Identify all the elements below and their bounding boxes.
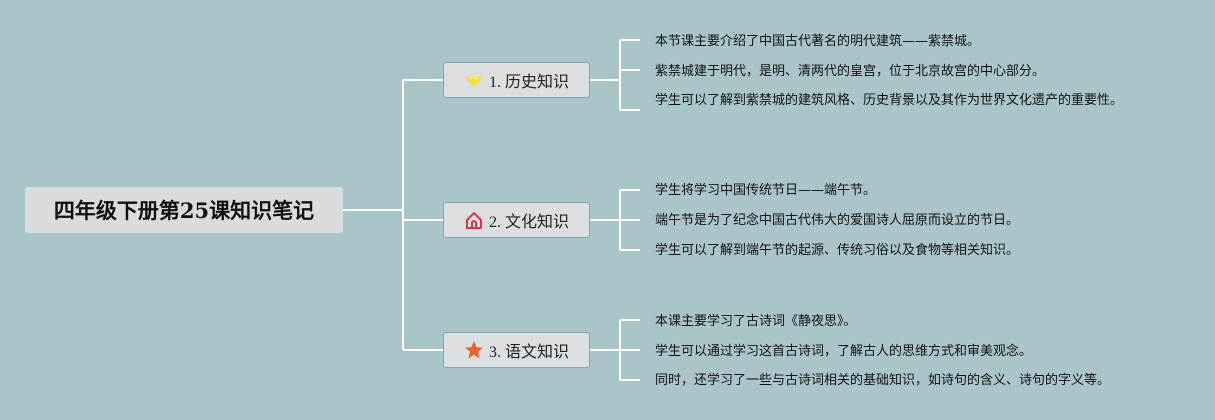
- leaf-item: 学生可以了解到端午节的起源、传统习俗以及食物等相关知识。: [655, 243, 1020, 258]
- star-icon: [464, 340, 484, 360]
- branch-label: 2. 文化知识: [488, 214, 569, 231]
- branch-culture[interactable]: 2. 文化知识: [443, 202, 590, 238]
- branch-label: 1. 历史知识: [488, 74, 569, 91]
- leaf-item: 本节课主要介绍了中国古代著名的明代建筑——紫禁城。: [655, 34, 981, 49]
- leaf-item: 端午节是为了纪念中国古代伟大的爱国诗人屈原而设立的节日。: [655, 213, 1020, 228]
- leaf-item: 紫禁城建于明代，是明、清两代的皇宫，位于北京故宫的中心部分。: [655, 64, 1046, 79]
- leaf-item: 同时，还学习了一些与古诗词相关的基础知识，如诗句的含义、诗句的字义等。: [655, 373, 1111, 388]
- root-title: 四年级下册第25课知识笔记: [53, 198, 315, 223]
- branch-language[interactable]: 3. 语文知识: [443, 332, 590, 368]
- leaf-item: 本课主要学习了古诗词《静夜思》。: [655, 314, 857, 329]
- branch-history[interactable]: 1. 历史知识: [443, 62, 590, 98]
- root-topic[interactable]: 四年级下册第25课知识笔记: [25, 187, 343, 233]
- branch-label: 3. 语文知识: [488, 344, 569, 361]
- leaf-item: 学生可以通过学习这首古诗词，了解古人的思维方式和审美观念。: [655, 344, 1033, 359]
- leaf-item: 学生将学习中国传统节日——端午节。: [655, 183, 877, 198]
- diamond-icon: [464, 70, 484, 90]
- leaf-item: 学生可以了解到紫禁城的建筑风格、历史背景以及其作为世界文化遗产的重要性。: [655, 93, 1124, 108]
- house-icon: [464, 210, 484, 230]
